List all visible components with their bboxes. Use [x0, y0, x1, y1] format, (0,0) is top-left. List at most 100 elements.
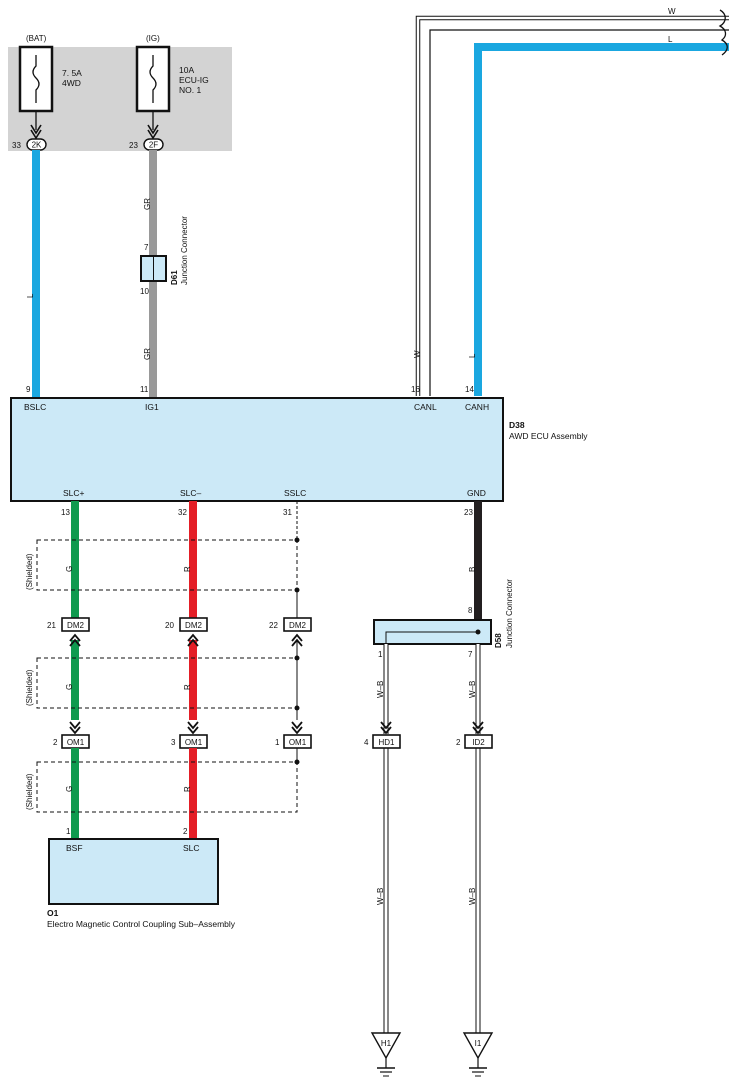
ecu-pin-label: SSLC	[284, 488, 306, 498]
ecu-pin-label: CANL	[414, 402, 437, 412]
chevron-down-icon	[380, 721, 392, 730]
shielded-label: (Shielded)	[25, 669, 34, 706]
ecu-pin-label: SLC–	[180, 488, 202, 498]
d58-pin-out2: 7	[468, 650, 473, 659]
shielded-label: (Shielded)	[25, 773, 34, 810]
connector-om1-name: OM1	[289, 738, 307, 747]
ecu-pin-label: CANH	[465, 402, 489, 412]
ground-point-i1	[462, 1032, 494, 1060]
o1-pin-label: BSF	[66, 843, 83, 853]
o1-pin-label: SLC	[183, 843, 200, 853]
chevron-down-icon	[69, 726, 81, 735]
wire-color-wb: W–B	[376, 681, 385, 698]
chevron-down-icon	[187, 726, 199, 735]
d58-id: D58	[494, 633, 503, 648]
wire-color-g: G	[65, 786, 74, 792]
wire-color-gr: GR	[143, 348, 152, 360]
connector-dm2	[283, 617, 312, 632]
ecu-id: D38	[509, 420, 525, 430]
fuse-icon	[149, 55, 157, 103]
chevron-down-icon	[291, 721, 303, 730]
ground-h1-label: H1	[381, 1039, 392, 1048]
d61-id: D61	[170, 270, 179, 285]
ig-label: (IG)	[146, 34, 160, 43]
d61-pin-top: 7	[144, 243, 149, 252]
wire-color-g: G	[65, 566, 74, 572]
chevron-up-icon	[187, 633, 199, 642]
connector-id2-pin: 2	[456, 738, 461, 747]
chevron-up-icon	[69, 633, 81, 642]
connector-2f-pin: 23	[129, 141, 138, 150]
connector-id2-name: ID2	[472, 738, 485, 747]
d61-pin-bottom: 10	[140, 287, 149, 296]
shield-box	[36, 539, 298, 591]
fuse-ecu-ig-rating: 10A	[179, 65, 194, 75]
chevron-down-icon	[69, 721, 81, 730]
chevron-down-icon	[472, 721, 484, 730]
connector-om1-name: OM1	[67, 738, 85, 747]
connector-id2	[464, 734, 493, 749]
fuse-ecu-ig-name: ECU-IG	[179, 75, 209, 85]
wire-color-l: L	[468, 353, 477, 358]
ecu-pin-label: BSLC	[24, 402, 46, 412]
chevron-up-icon	[291, 638, 303, 647]
connector-dm2-name: DM2	[289, 621, 306, 630]
coupling-assembly-box	[48, 838, 219, 905]
wire-color-l: L	[26, 293, 35, 298]
o1-name: Electro Magnetic Control Coupling Sub–As…	[47, 919, 236, 929]
wire-color-g: G	[65, 684, 74, 690]
d58-pin-out1: 1	[378, 650, 383, 659]
shield-box	[36, 657, 298, 709]
ecu-pin-label: GND	[467, 488, 486, 498]
connector-dm2	[179, 617, 208, 632]
chevron-down-icon	[380, 726, 392, 735]
wire-color-w: W	[668, 7, 676, 16]
connector-dm2-name: DM2	[185, 621, 202, 630]
connector-2k-pin: 33	[12, 141, 21, 150]
fuse-ecu-ig-number: NO. 1	[179, 85, 201, 95]
ecu-pin-num: 14	[465, 385, 474, 394]
connector-hd1-name: HD1	[378, 738, 395, 747]
d58-pin-in: 8	[468, 606, 473, 615]
ecu-pin-num: 13	[61, 508, 70, 517]
ecu-name: AWD ECU Assembly	[509, 431, 588, 441]
chevron-down-icon	[291, 726, 303, 735]
junction-dot	[294, 759, 300, 765]
junction-dot	[475, 629, 481, 635]
connector-2k-name: 2K	[32, 141, 42, 150]
wire-color-wb: W–B	[468, 681, 477, 698]
junction-dot	[294, 705, 300, 711]
junction-dot	[294, 655, 300, 661]
connector-om1-pin: 1	[275, 738, 280, 747]
fuse-icon	[32, 55, 40, 103]
connector-om1-name: OM1	[185, 738, 203, 747]
connector-dm2-pin: 21	[47, 621, 56, 630]
d58-name: Junction Connector	[505, 579, 514, 648]
wire-l-canh	[474, 43, 729, 396]
wire-inner-line	[429, 29, 729, 396]
break-mark	[718, 9, 728, 56]
ground-point-h1	[370, 1032, 402, 1060]
junction-dot	[294, 587, 300, 593]
bat-label: (BAT)	[26, 34, 47, 43]
arrow-down-icon	[147, 129, 159, 140]
junction-dot	[294, 537, 300, 543]
connector-2f-name: 2F	[149, 141, 158, 150]
connector-dm2-pin: 20	[165, 621, 174, 630]
wire-color-wb: W–B	[468, 888, 477, 905]
connector-dm2	[61, 617, 90, 632]
d61-name: Junction Connector	[180, 216, 189, 285]
fuse-4wd-rating: 7. 5A	[62, 68, 82, 78]
ground-i1-label: I1	[475, 1039, 482, 1048]
ecu-pin-label: IG1	[145, 402, 159, 412]
chevron-down-icon	[472, 726, 484, 735]
wire-color-r: R	[183, 566, 192, 572]
wire-color-gr: GR	[143, 198, 152, 210]
connector-dm2-name: DM2	[67, 621, 84, 630]
shielded-label: (Shielded)	[25, 553, 34, 590]
ecu-pin-label: SLC+	[63, 488, 85, 498]
arrow-down-icon	[147, 124, 159, 135]
connector-dm2-pin: 22	[269, 621, 278, 630]
fuse-4wd-name: 4WD	[62, 78, 81, 88]
